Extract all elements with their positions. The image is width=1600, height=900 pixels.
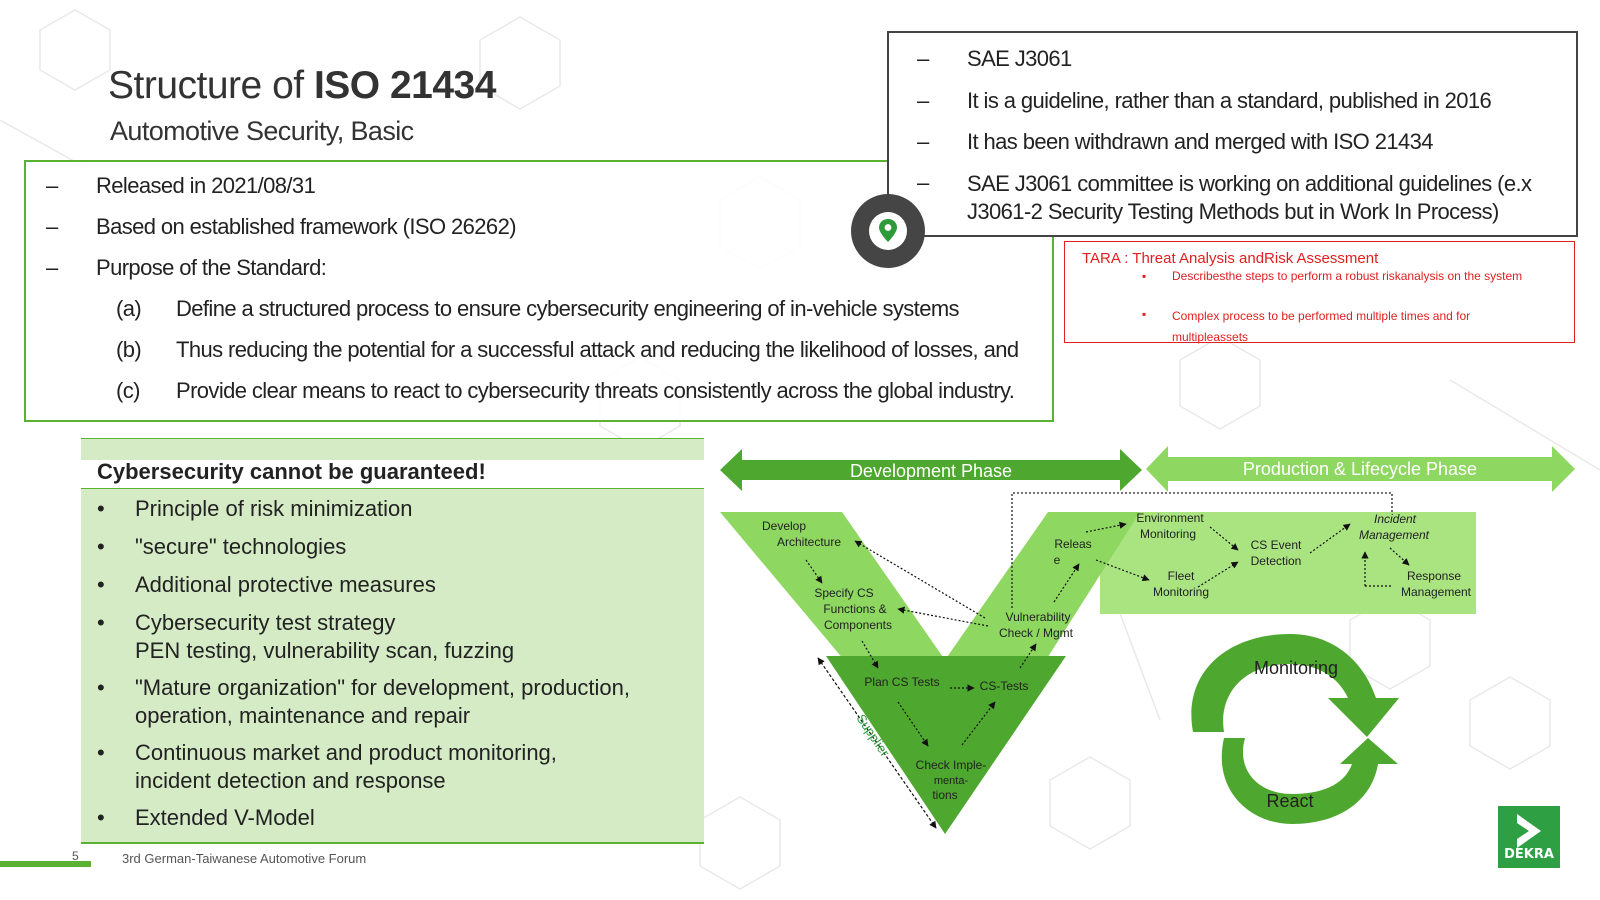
cs-event-detection-label: Detection [1251,554,1302,568]
incident-management-label: Incident [1374,512,1417,526]
sae-item: –SAE J3061 [917,46,1072,71]
dekra-logo: DEKRA [1498,806,1560,868]
arrow-line [1019,643,1037,669]
response-management-label: Response [1407,569,1461,583]
cs-event-detection-label: CS Event [1251,538,1302,552]
incident-management-label: Management [1359,528,1430,542]
intro-item-released: –Released in 2021/08/31 [46,173,316,198]
v-shape-upper [720,512,1140,660]
development-phase-label: Development Phase [850,461,1012,481]
supplier-arrow [817,657,937,829]
divider [81,842,704,844]
develop-architecture-label: Develop [762,519,806,533]
arrow-line [1309,523,1351,554]
cs-tests-label: CS-Tests [980,679,1029,693]
specify-cs-label: Specify CS [814,586,873,600]
purpose-item-c: (c)Provide clear means to react to cyber… [116,378,1015,403]
response-management-label: Management [1401,585,1472,599]
intro-item-framework: –Based on established framework (ISO 262… [46,214,517,239]
sae-j3061-box [887,31,1578,237]
cybersecurity-header-bar [81,460,704,489]
monitoring-label: Monitoring [1254,658,1338,678]
sae-item: –It is a guideline, rather than a standa… [917,88,1492,113]
tara-item: Complex process to be performed multiple… [1172,309,1471,344]
specify-cs-label: Functions & [823,602,886,616]
release-label: e [1054,553,1061,567]
arrow-line [805,559,823,584]
divider [81,438,704,439]
production-panel [1100,512,1476,614]
plan-cs-tests-label: Plan CS Tests [864,675,939,689]
footer-text: 3rd German-Taiwanese Automotive Forum [122,851,367,866]
tara-box [1064,241,1575,343]
intro-item-purpose: –Purpose of the Standard: [46,255,327,280]
tara-bullet: ▪ [1142,307,1147,321]
dekra-logo-icon [1517,814,1541,848]
vulnerability-check-label: Check / Mgmt [999,626,1074,640]
arrow-line [1389,547,1410,566]
page-title: Structure of ISO 21434 [108,64,496,107]
page-number: 5 [72,849,79,863]
map-pin-icon [851,194,925,268]
arrow-line [1085,521,1127,533]
sae-item: –SAE J3061 committee is working on addit… [917,170,1532,224]
arrow-line [897,606,989,627]
fleet-monitoring-label: Fleet [1168,569,1195,583]
release-label: Releas [1054,537,1091,551]
development-phase-arrow [720,449,1142,491]
fleet-monitoring-label: Monitoring [1153,585,1209,599]
arrow-line [1053,563,1080,603]
react-cycle-arrow [1221,738,1398,824]
check-implementations-label: Check Imple- [916,758,987,772]
page-subtitle: Automotive Security, Basic [110,116,414,146]
cybersecurity-heading: Cybersecurity cannot be guaranteed! [97,459,486,484]
environment-monitoring-label: Environment [1136,511,1204,525]
cybersecurity-panel [81,438,704,843]
production-phase-arrow [1146,446,1575,492]
feedback-loop-line [1011,492,1393,608]
purpose-item-a: (a)Define a structured process to ensure… [116,296,960,321]
arrow-line [861,640,879,669]
sae-item: –It has been withdrawn and merged with I… [917,129,1433,154]
arrow-line [854,540,986,619]
arrow-line [1095,559,1150,582]
tara-item: Describesthe steps to perform a robust r… [1172,269,1523,283]
develop-architecture-label: Architecture [777,535,841,549]
environment-monitoring-label: Monitoring [1140,527,1196,541]
footer-accent-bar [0,861,91,867]
arrow-line [961,701,996,746]
vulnerability-check-label: Vulnerability [1006,610,1071,624]
tara-heading: TARA : Threat Analysis andRisk Assessmen… [1082,250,1379,267]
v-shape-lower [826,656,1066,834]
tara-bullet: ▪ [1142,269,1147,283]
react-label: React [1266,791,1313,811]
specify-cs-label: Components [824,618,892,632]
check-implementations-label: menta- [934,775,969,787]
production-phase-label: Production & Lifecycle Phase [1243,459,1477,479]
check-implementations-label: tions [932,788,957,802]
monitoring-cycle-arrow [1191,634,1399,737]
purpose-item-b: (b)Thus reducing the potential for a suc… [116,337,1019,362]
